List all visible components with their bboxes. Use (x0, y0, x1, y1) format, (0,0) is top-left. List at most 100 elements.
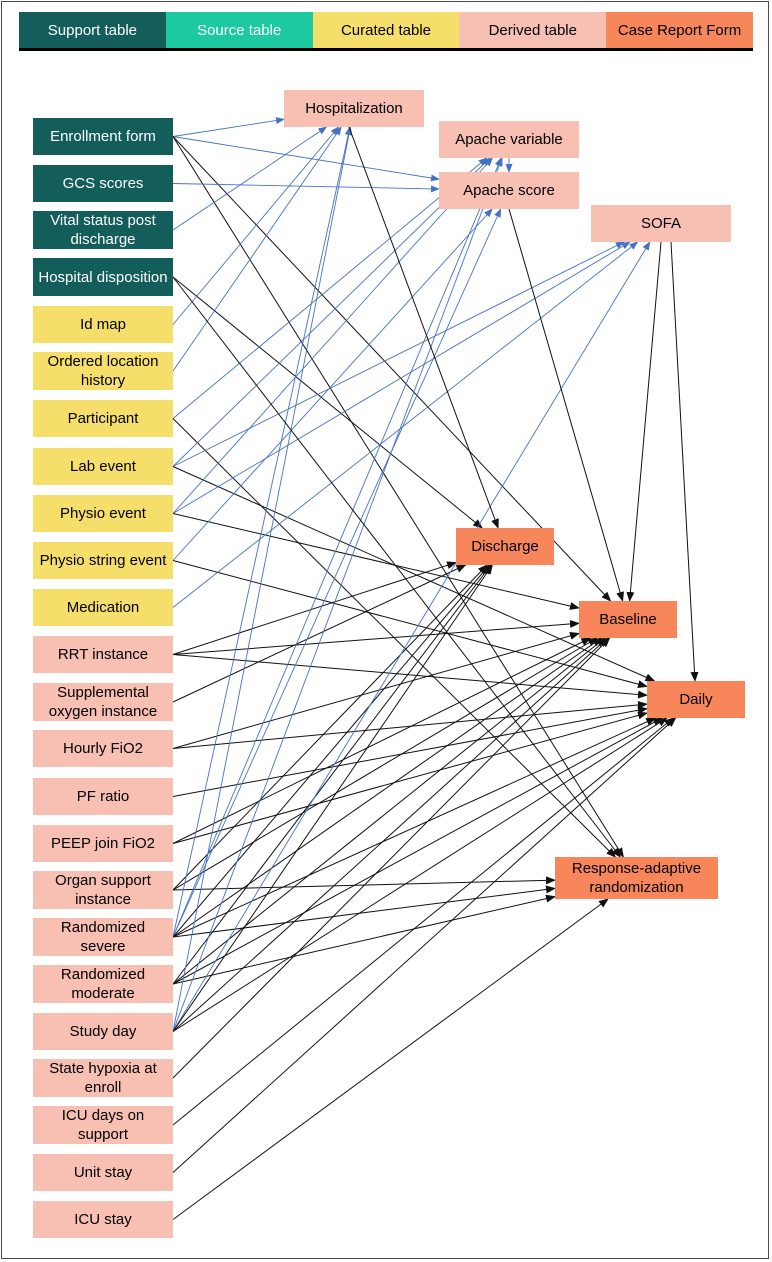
edge-study-day-to-discharge (172, 564, 493, 1032)
node-label: SOFA (640, 215, 681, 232)
edge-physio-event-to-sofa (172, 241, 631, 514)
edge-organ-support-to-baseline (172, 637, 598, 891)
node-label: Hourly FiO2 (62, 740, 144, 757)
legend-label: Curated table (340, 21, 432, 39)
node-id-map: Id map (33, 306, 173, 343)
legend: Support table Source table Curated table… (19, 12, 753, 51)
legend-curated-table: Curated table (312, 12, 460, 48)
node-apache-variable: Apache variable (439, 121, 579, 158)
node-supplemental-oxygen-instance: Supplemental oxygen instance (33, 683, 173, 721)
legend-source-table: Source table (165, 12, 313, 48)
node-peep-join-fio2: PEEP join FiO2 (33, 825, 173, 862)
node-label: Apache score (463, 182, 555, 199)
legend-label: Support table (47, 21, 138, 39)
edge-medication-to-sofa (172, 241, 639, 608)
edge-rand-severe-to-apache-variable (172, 157, 502, 938)
node-label: Enrollment form (50, 128, 156, 145)
node-label: ICU stay (74, 1211, 132, 1228)
edge-pf-ratio-to-daily (172, 706, 648, 797)
edge-icu-days-to-daily (172, 717, 675, 1126)
legend-derived-table: Derived table (459, 12, 607, 48)
edge-peep-to-baseline (172, 637, 592, 844)
node-label: Hospitalization (305, 100, 403, 117)
node-label: GCS scores (62, 175, 144, 192)
node-label: Physio event (60, 505, 146, 522)
edge-physio-string-to-apache-score (172, 208, 493, 561)
edge-rand-moderate-to-rar (172, 894, 556, 985)
legend-case-report-form: Case Report Form (606, 12, 753, 48)
edge-vital-status-to-hospitalization (172, 126, 328, 231)
node-label: Ordered location history (47, 353, 159, 389)
edge-ordered-location-to-hospitalization (172, 126, 342, 372)
edge-rand-moderate-to-discharge (172, 564, 492, 985)
node-response-adaptive-randomization: Response-adaptive randomization (555, 857, 718, 899)
node-hospitalization: Hospitalization (284, 90, 424, 127)
node-randomized-moderate: Randomized moderate (33, 965, 173, 1003)
edge-sofa-to-baseline (626, 241, 662, 602)
node-label: ICU days on support (61, 1107, 145, 1143)
edge-sofa-to-daily (670, 241, 699, 682)
edge-unit-stay-to-daily (172, 717, 677, 1173)
edge-rand-severe-to-baseline (172, 637, 603, 938)
node-label: Discharge (471, 538, 539, 555)
edge-rand-severe-to-daily (172, 717, 657, 938)
node-label: State hypoxia at enroll (49, 1060, 157, 1096)
node-label: Study day (69, 1023, 137, 1040)
node-sofa: SOFA (591, 205, 731, 242)
node-daily: Daily (647, 681, 745, 718)
node-ordered-location-history: Ordered location history (33, 352, 173, 390)
node-label: Apache variable (455, 131, 563, 148)
node-label: Vital status post discharge (50, 212, 156, 248)
edge-rand-severe-to-hospitalization (172, 126, 352, 938)
node-pf-ratio: PF ratio (33, 778, 173, 815)
edge-rand-moderate-to-daily (172, 717, 663, 985)
node-label: PEEP join FiO2 (51, 835, 155, 852)
node-randomized-severe: Randomized severe (33, 918, 173, 956)
node-hospital-disposition: Hospital disposition (33, 258, 173, 296)
edge-lab-event-to-daily (172, 466, 656, 682)
node-icu-stay: ICU stay (33, 1201, 173, 1238)
edge-rrt-to-discharge (172, 561, 457, 655)
edge-gcs-scores-to-apache-score (172, 183, 440, 193)
node-label: Physio string event (39, 552, 167, 569)
edge-rand-moderate-to-baseline (172, 637, 606, 985)
node-label: Hospital disposition (38, 268, 168, 286)
edge-study-day-to-apache-variable (172, 157, 503, 1032)
node-rrt-instance: RRT instance (33, 636, 173, 673)
node-label: RRT instance (57, 646, 149, 663)
node-hourly-fio2: Hourly FiO2 (33, 730, 173, 767)
node-label: Lab event (70, 458, 136, 475)
node-label: Id map (80, 316, 126, 333)
edge-supp-oxygen-to-discharge (172, 564, 467, 703)
edge-rand-severe-to-discharge (172, 564, 490, 938)
edge-study-day-to-sofa (172, 241, 651, 1032)
node-label: Medication (66, 599, 140, 616)
node-participant: Participant (33, 400, 173, 437)
node-vital-status-post-discharge: Vital status post discharge (33, 211, 173, 249)
edge-hospitalization-to-discharge (348, 126, 499, 529)
edge-physio-event-to-baseline (172, 513, 580, 610)
edge-lab-event-to-sofa (172, 241, 625, 467)
node-label: Participant (67, 410, 139, 427)
node-physio-string-event: Physio string event (33, 542, 173, 579)
edge-study-day-to-hospitalization (172, 126, 353, 1032)
edge-enrollment-form-to-hospitalization (172, 117, 285, 137)
edge-organ-support-to-discharge (172, 564, 488, 891)
node-label: Baseline (599, 611, 657, 628)
node-organ-support-instance: Organ support instance (33, 871, 173, 909)
node-label: Response-adaptive randomization (571, 860, 702, 896)
edge-id-map-to-hospitalization (172, 126, 340, 325)
node-baseline: Baseline (579, 601, 677, 638)
node-apache-score: Apache score (439, 172, 579, 209)
node-state-hypoxia-at-enroll: State hypoxia at enroll (33, 1059, 173, 1097)
edge-lab-event-to-apache-variable (172, 157, 491, 467)
node-label: Unit stay (73, 1164, 133, 1181)
edge-study-day-to-daily (172, 717, 668, 1032)
node-medication: Medication (33, 589, 173, 626)
edge-participant-to-apache-variable (172, 157, 488, 419)
node-lab-event: Lab event (33, 448, 173, 485)
edge-enrollment-form-to-baseline (172, 136, 612, 602)
edge-icu-stay-to-rar (172, 898, 609, 1220)
node-label: Daily (679, 691, 713, 708)
node-label: Randomized severe (60, 919, 146, 955)
